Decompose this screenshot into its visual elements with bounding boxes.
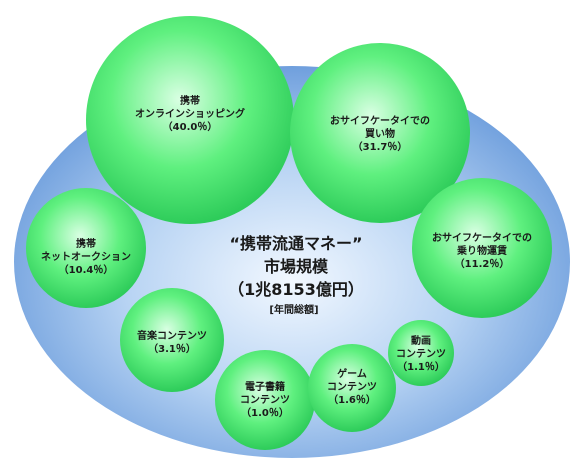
segment-label-line: コンテンツ <box>240 394 290 406</box>
segment-label-line: おサイフケータイでの <box>330 115 430 127</box>
segment-bubble <box>120 288 224 392</box>
segment-bubble <box>290 43 470 223</box>
segment-label-line: （31.7％） <box>353 140 408 153</box>
segment-bubble <box>86 16 294 224</box>
segment-label-line: （3.1％） <box>148 342 196 355</box>
segment-label-line: おサイフケータイでの <box>432 232 532 244</box>
center-total-value: （1兆8153億円） <box>228 280 364 299</box>
segment-label-line: 音楽コンテンツ <box>137 329 207 342</box>
segment-label-line: （11.2％） <box>455 257 510 270</box>
segment-label-line: 買い物 <box>365 127 395 140</box>
segment-label-line: ゲーム <box>337 367 367 380</box>
segment-bubble <box>412 178 552 318</box>
segment-label-line: 乗り物運賃 <box>456 244 507 257</box>
segment-label-line: （40.0％） <box>163 120 218 133</box>
segment-label-line: 携帯 <box>180 94 200 107</box>
segment-bubble <box>26 188 146 308</box>
segment-label-line: 動画 <box>411 334 431 347</box>
center-title-line2: 市場規模 <box>264 257 329 276</box>
segment-bubble <box>215 350 315 450</box>
segment-label-line: （1.6％） <box>328 393 376 406</box>
segment-label-line: ネットオークション <box>41 251 131 263</box>
segment-label-line: （10.4％） <box>59 263 114 276</box>
segment-label-line: （1.1％） <box>397 360 445 373</box>
center-title-line1: “携帯流通マネー” <box>229 234 362 253</box>
segment-label-line: コンテンツ <box>327 381 377 393</box>
segment-label-line: コンテンツ <box>396 348 446 360</box>
segment-bubble <box>388 320 454 386</box>
segment-label-line: （1.0％） <box>241 406 289 419</box>
segment-label-line: オンラインショッピング <box>135 107 245 120</box>
segment-label-line: 電子書籍 <box>245 380 285 393</box>
center-note: [年間総額] <box>269 303 318 316</box>
segment-bubble <box>308 344 396 432</box>
segment-label-line: 携帯 <box>76 237 96 250</box>
segment-4: 音楽コンテンツ（3.1％） <box>120 288 224 392</box>
